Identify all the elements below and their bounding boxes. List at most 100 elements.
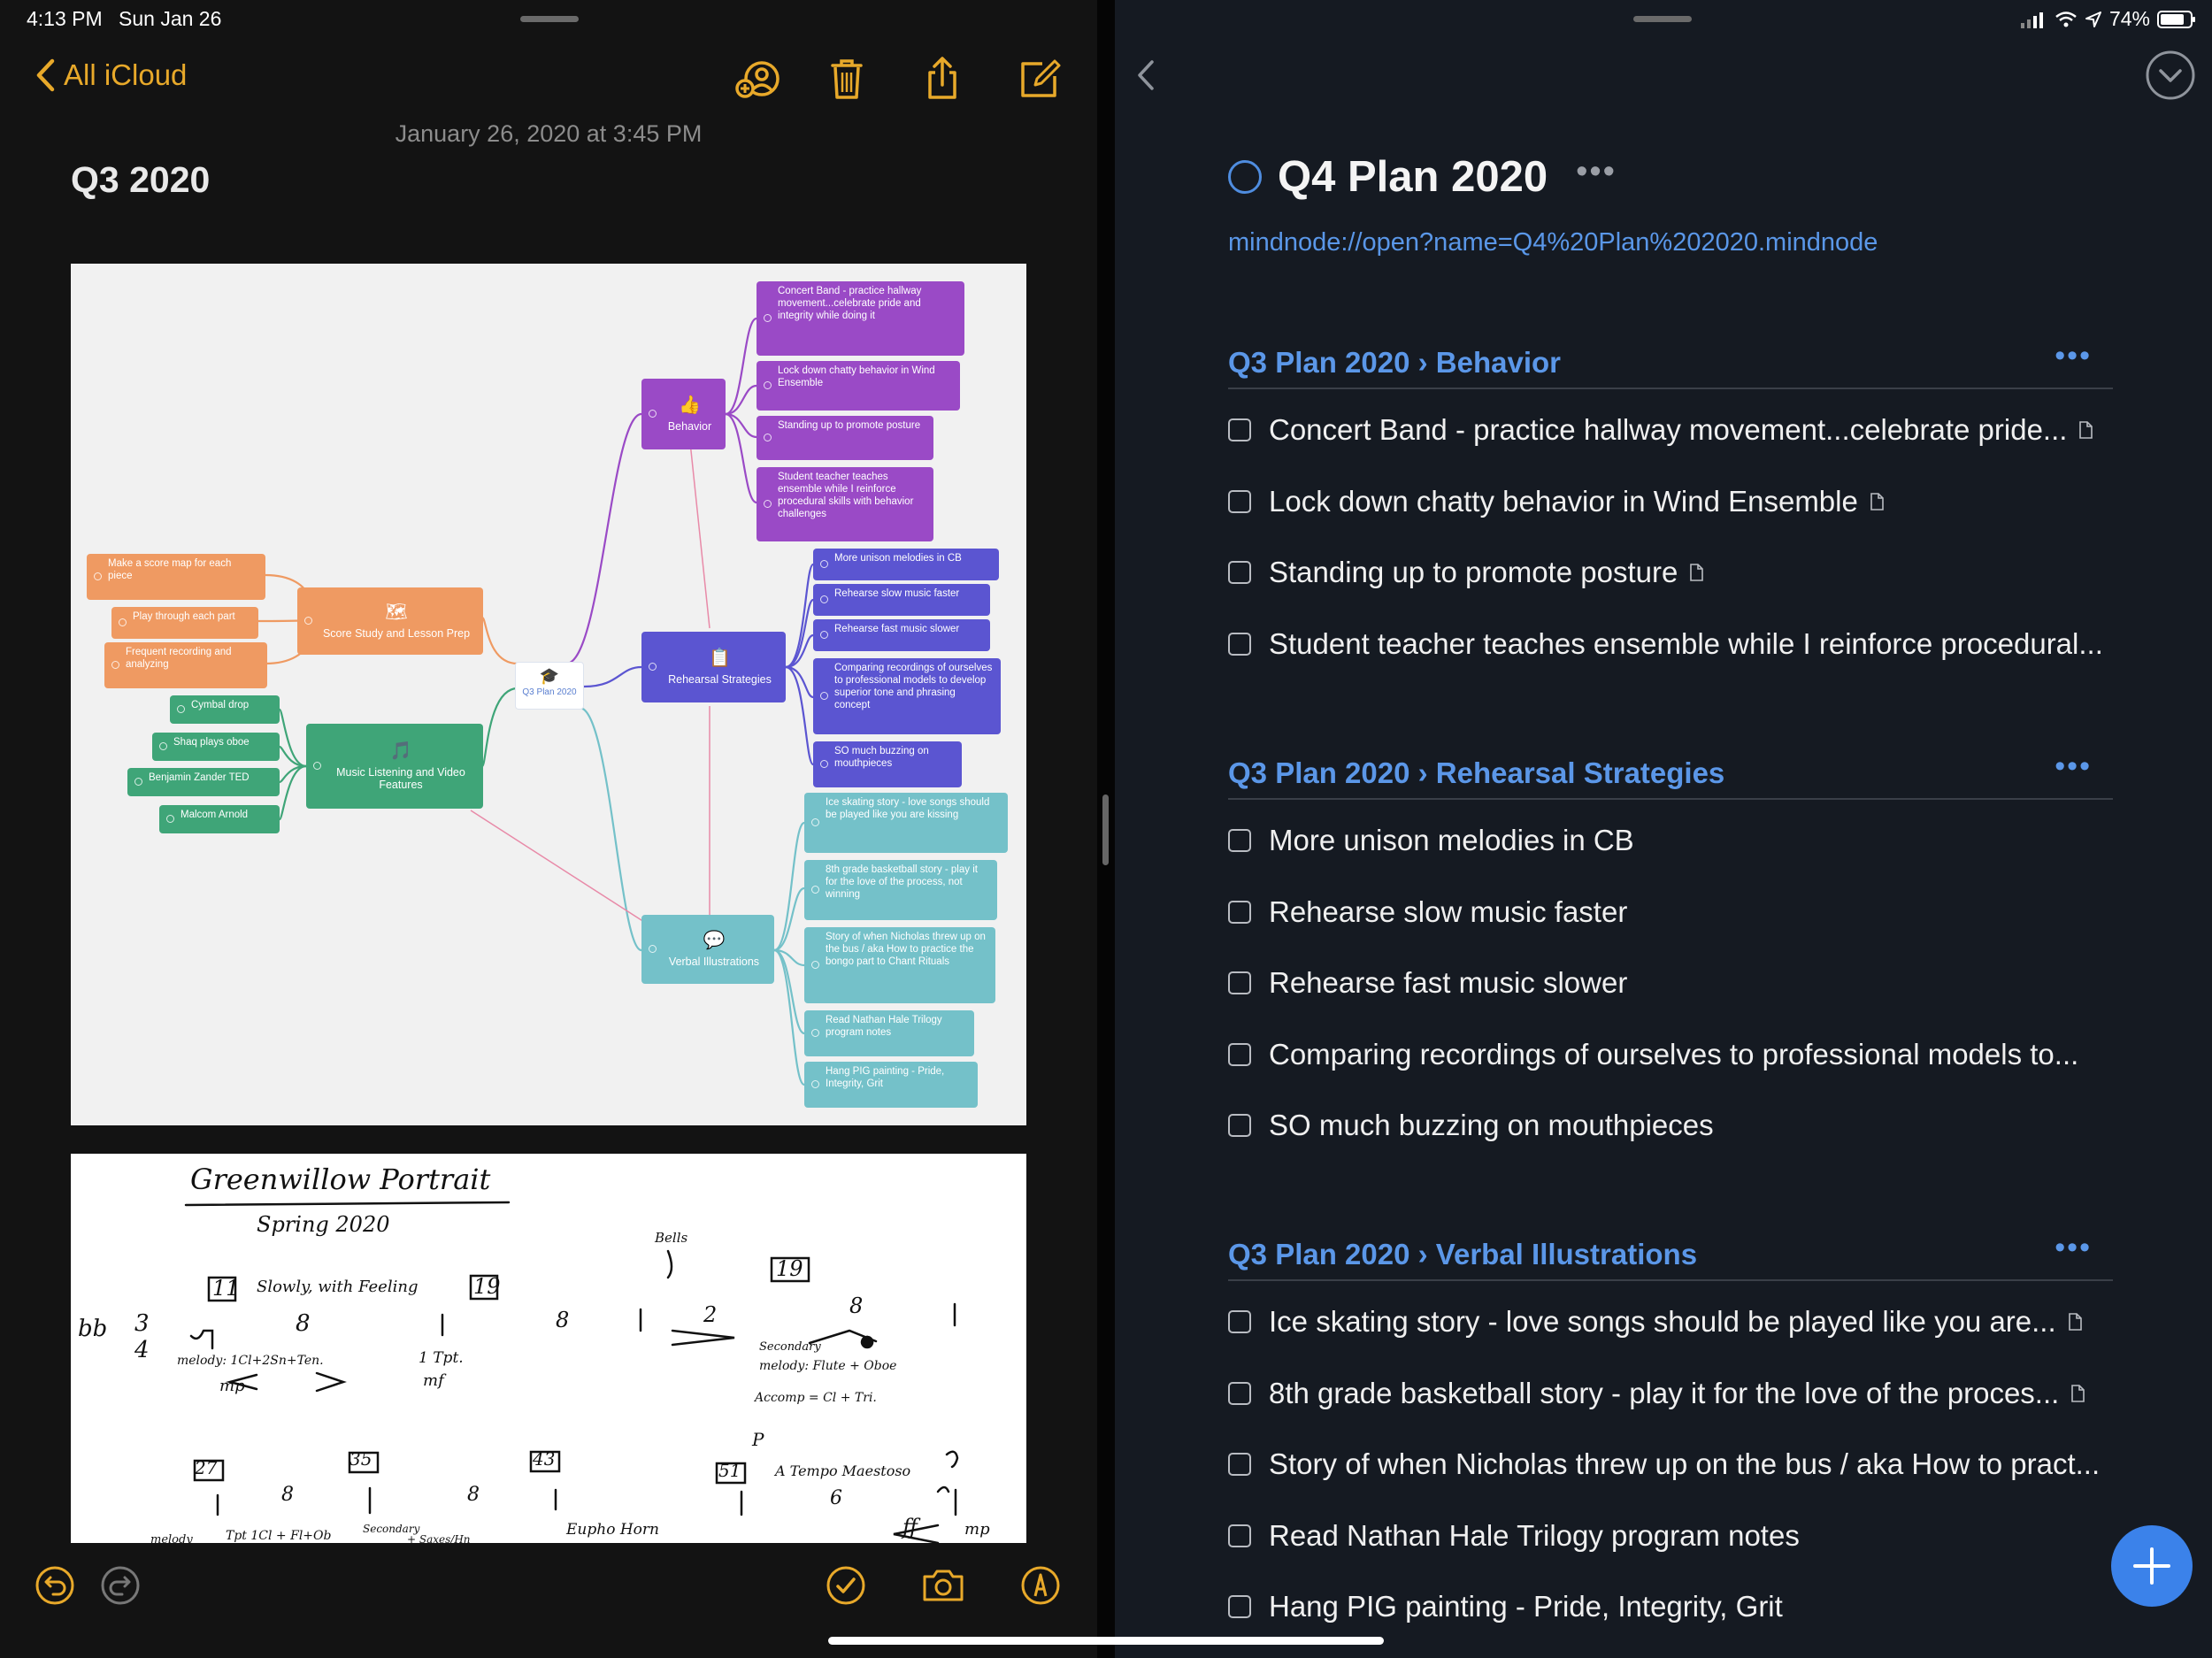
checkbox[interactable]	[1228, 632, 1251, 656]
leaf-text: Comparing recordings of ourselves to pro…	[834, 663, 993, 710]
behavior-label: Behavior	[667, 420, 712, 433]
task-row[interactable]: 8th grade basketball story - play it for…	[1228, 1358, 2113, 1430]
chevron-down-circle-icon[interactable]	[2145, 50, 2196, 101]
handwritten-sketch[interactable]: Greenwillow Portrait Spring 2020 Bells 1…	[71, 1154, 1026, 1543]
sketch-note: mp	[219, 1377, 245, 1395]
camera-icon[interactable]	[920, 1562, 966, 1608]
collapse-chevron-icon[interactable]	[1131, 53, 1163, 97]
trash-icon[interactable]	[823, 55, 871, 103]
leaf-text: Read Nathan Hale Trilogy program notes	[826, 1015, 942, 1038]
divider-handle[interactable]	[1102, 794, 1109, 865]
mindmap-image[interactable]: 🎓 Q3 Plan 2020 👍 Behavior Concert Band -…	[71, 264, 1026, 1125]
checkbox[interactable]	[1228, 418, 1251, 442]
status-circle-icon[interactable]	[1228, 160, 1262, 194]
checkbox[interactable]	[1228, 829, 1251, 853]
mindnode-link[interactable]: mindnode://open?name=Q4%20Plan%202020.mi…	[1228, 228, 1878, 257]
mindmap-leaf[interactable]: 8th grade basketball story - play it for…	[804, 860, 997, 920]
mindmap-leaf[interactable]: Benjamin Zander TED	[127, 768, 280, 796]
mindmap-leaf[interactable]: Student teacher teaches ensemble while I…	[757, 467, 933, 541]
mindmap-leaf[interactable]: Play through each part	[111, 607, 258, 639]
mindmap-leaf[interactable]: Ice skating story - love songs should be…	[804, 793, 1008, 853]
checkbox[interactable]	[1228, 900, 1251, 924]
mindmap-leaf[interactable]: Hang PIG painting - Pride, Integrity, Gr…	[804, 1062, 978, 1108]
task-row[interactable]: SO much buzzing on mouthpieces	[1228, 1090, 2113, 1162]
redo-icon[interactable]	[97, 1562, 143, 1608]
section-header: Q3 Plan 2020 › Behavior •••	[1228, 338, 2113, 389]
notes-pane: 4:13 PM Sun Jan 26 All iCloud January 26…	[0, 0, 1097, 1658]
checkbox[interactable]	[1228, 1042, 1251, 1066]
mindmap-node-verbal[interactable]: 💬 Verbal Illustrations	[641, 915, 774, 984]
task-row[interactable]: Comparing recordings of ourselves to pro…	[1228, 1019, 2113, 1091]
mindmap-leaf[interactable]: Rehearse fast music slower	[813, 619, 990, 651]
checkbox[interactable]	[1228, 1114, 1251, 1138]
checklist-icon[interactable]	[823, 1562, 869, 1608]
task-row[interactable]: Rehearse slow music faster	[1228, 877, 2113, 948]
home-indicator[interactable]	[828, 1637, 1384, 1645]
task-row[interactable]: Lock down chatty behavior in Wind Ensemb…	[1228, 466, 2113, 538]
mindmap-leaf[interactable]: More unison melodies in CB	[813, 549, 999, 580]
location-arrow-icon	[2085, 11, 2101, 27]
checkbox[interactable]	[1228, 489, 1251, 513]
section-title[interactable]: Q3 Plan 2020 › Behavior	[1228, 346, 1562, 379]
sketch-drawing: Greenwillow Portrait Spring 2020 Bells 1…	[78, 1163, 990, 1543]
task-row[interactable]: Concert Band - practice hallway movement…	[1228, 395, 2113, 466]
section-title[interactable]: Q3 Plan 2020 › Verbal Illustrations	[1228, 1238, 1698, 1270]
sketch-note: P	[751, 1429, 764, 1450]
sketch-note: melody: 1Cl+2Sn+Ten.	[177, 1354, 324, 1368]
mindmap-leaf[interactable]: Standing up to promote posture	[757, 416, 933, 460]
mindmap-leaf[interactable]: Read Nathan Hale Trilogy program notes	[804, 1010, 974, 1056]
compose-icon[interactable]	[1016, 55, 1064, 103]
add-person-icon[interactable]	[734, 55, 782, 103]
share-icon[interactable]	[918, 55, 966, 103]
mindmap-leaf[interactable]: Story of when Nicholas threw up on the b…	[804, 927, 995, 1003]
mindmap-node-rehearsal[interactable]: 📋 Rehearsal Strategies	[641, 632, 786, 702]
section-title[interactable]: Q3 Plan 2020 › Rehearsal Strategies	[1228, 756, 1725, 789]
more-icon[interactable]: •••	[1576, 152, 1617, 190]
mindmap-node-listening[interactable]: 🎵 Music Listening and Video Features	[306, 724, 483, 809]
checklist-board-icon: 📋	[709, 649, 731, 668]
note-title[interactable]: Q3 2020	[71, 159, 211, 200]
mindmap-leaf[interactable]: Shaq plays oboe	[152, 733, 280, 761]
more-icon[interactable]: •••	[2055, 748, 2092, 783]
mindmap-leaf[interactable]: Lock down chatty behavior in Wind Ensemb…	[757, 361, 960, 411]
checkbox[interactable]	[1228, 1595, 1251, 1619]
task-row[interactable]: Hang PIG painting - Pride, Integrity, Gr…	[1228, 1571, 2113, 1643]
task-row[interactable]: Student teacher teaches ensemble while I…	[1228, 609, 2113, 680]
checkbox[interactable]	[1228, 1381, 1251, 1405]
mindmap-leaf[interactable]: Frequent recording and analyzing	[104, 642, 267, 688]
leaf-text: Benjamin Zander TED	[149, 772, 250, 783]
multitask-grabber[interactable]	[520, 16, 579, 22]
split-divider[interactable]	[1097, 0, 1115, 1658]
undo-icon[interactable]	[32, 1562, 78, 1608]
mindmap-leaf[interactable]: Comparing recordings of ourselves to pro…	[813, 658, 1001, 734]
markup-icon[interactable]	[1018, 1562, 1064, 1608]
task-row[interactable]: Standing up to promote posture	[1228, 537, 2113, 609]
document-title[interactable]: Q4 Plan 2020	[1278, 153, 1548, 201]
mindmap-leaf[interactable]: SO much buzzing on mouthpieces	[813, 741, 962, 787]
task-row[interactable]: Ice skating story - love songs should be…	[1228, 1286, 2113, 1358]
leaf-text: 8th grade basketball story - play it for…	[826, 864, 978, 900]
mindmap-leaf[interactable]: Rehearse slow music faster	[813, 584, 990, 616]
task-row[interactable]: Story of when Nicholas threw up on the b…	[1228, 1429, 2113, 1501]
checkbox[interactable]	[1228, 561, 1251, 585]
back-button[interactable]: All iCloud	[35, 58, 187, 92]
mindmap-center-node[interactable]: 🎓 Q3 Plan 2020	[515, 662, 584, 710]
add-button[interactable]	[2111, 1525, 2193, 1607]
mindmap-leaf[interactable]: Malcom Arnold	[159, 805, 280, 833]
checkbox[interactable]	[1228, 1310, 1251, 1334]
score-map-icon: 🗺	[385, 603, 408, 622]
checkbox[interactable]	[1228, 1453, 1251, 1477]
more-icon[interactable]: •••	[2055, 1230, 2092, 1264]
mindmap-node-score-study[interactable]: 🗺 Score Study and Lesson Prep	[297, 587, 483, 655]
mindmap-leaf[interactable]: Make a score map for each piece	[87, 554, 265, 600]
more-icon[interactable]: •••	[2055, 338, 2092, 372]
checkbox[interactable]	[1228, 971, 1251, 995]
task-row[interactable]: Read Nathan Hale Trilogy program notes	[1228, 1501, 2113, 1572]
mindmap-node-behavior[interactable]: 👍 Behavior	[641, 379, 726, 449]
multitask-grabber[interactable]	[1633, 16, 1692, 22]
mindmap-leaf[interactable]: Cymbal drop	[170, 695, 280, 724]
checkbox[interactable]	[1228, 1524, 1251, 1547]
task-row[interactable]: Rehearse fast music slower	[1228, 948, 2113, 1019]
task-row[interactable]: More unison melodies in CB	[1228, 805, 2113, 877]
mindmap-leaf[interactable]: Concert Band - practice hallway movement…	[757, 281, 964, 356]
